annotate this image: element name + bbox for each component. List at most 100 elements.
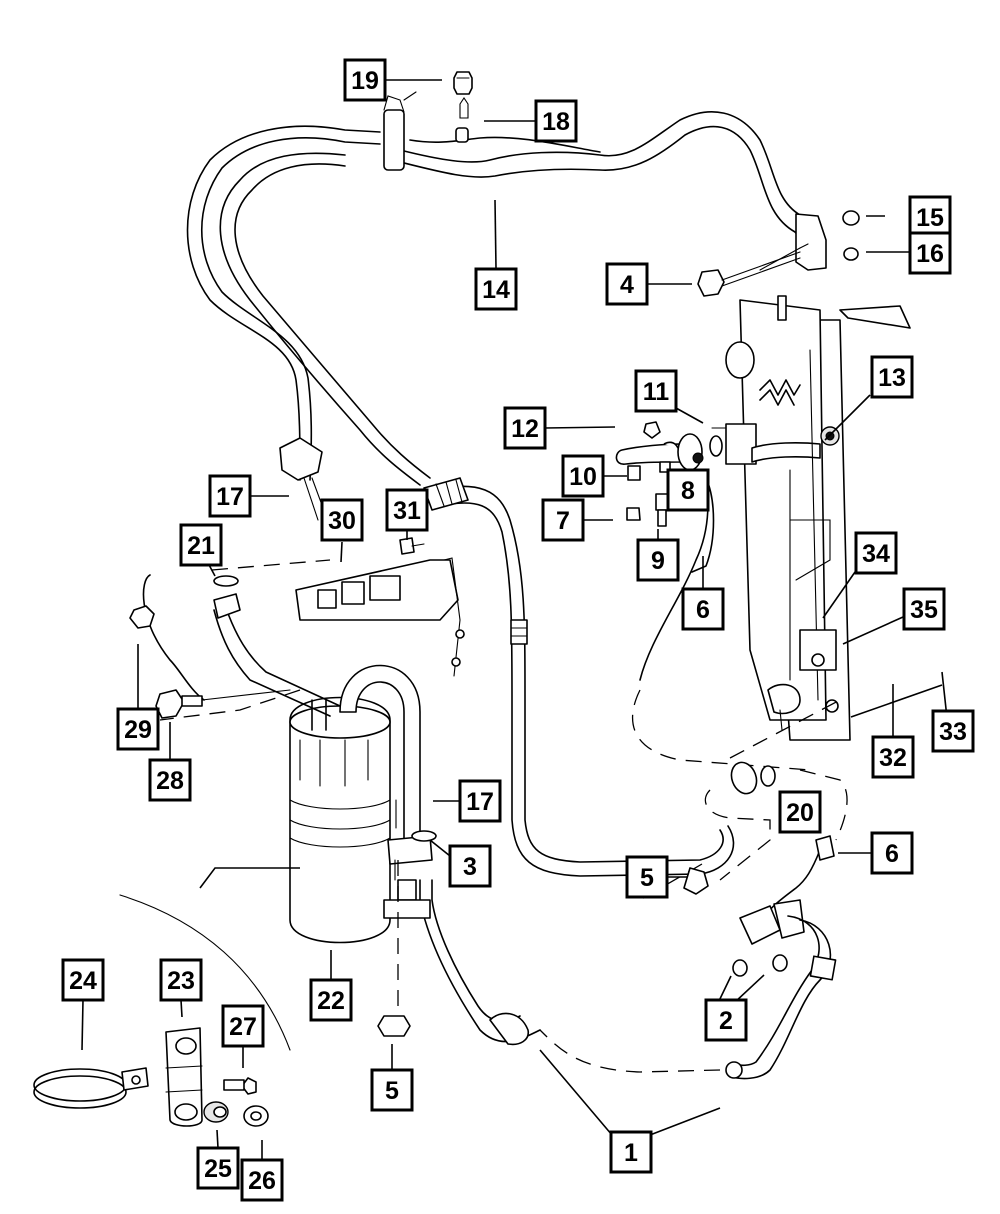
- callout-35[interactable]: 35: [902, 587, 946, 631]
- grommet-25[interactable]: [203, 1101, 229, 1123]
- callout-box: [605, 262, 649, 306]
- callout-number: 15: [916, 204, 944, 232]
- callout-box: [704, 998, 748, 1042]
- callout-3[interactable]: 3: [448, 844, 492, 888]
- suction-line[interactable]: [419, 879, 837, 1080]
- o-ring-3[interactable]: [411, 830, 437, 842]
- callout-28[interactable]: 28: [148, 758, 192, 802]
- callout-number: 31: [393, 497, 421, 525]
- callout-25[interactable]: 25: [196, 1146, 240, 1190]
- callout-24[interactable]: 24: [61, 958, 105, 1002]
- callout-number: 10: [569, 463, 597, 491]
- callout-13[interactable]: 13: [870, 355, 914, 399]
- callout-box: [448, 844, 492, 888]
- callout-number: 14: [482, 276, 510, 304]
- callout-20[interactable]: 20: [778, 790, 822, 834]
- discharge-line[interactable]: [186, 71, 827, 877]
- callout-number: 12: [511, 415, 539, 443]
- bolt-27[interactable]: [223, 1077, 257, 1095]
- callout-box: [148, 758, 192, 802]
- callout-number: 24: [69, 967, 97, 995]
- callout-box: [159, 958, 203, 1002]
- callout-11[interactable]: 11: [634, 369, 678, 413]
- callout-box: [778, 790, 822, 834]
- callout-6[interactable]: 6: [681, 587, 725, 631]
- callout-33[interactable]: 33: [931, 709, 975, 753]
- callout-box: [908, 231, 952, 275]
- callout-box: [870, 355, 914, 399]
- callout-number: 18: [542, 108, 570, 136]
- callout-box: [343, 58, 387, 102]
- accumulator-clamp[interactable]: [33, 1067, 149, 1109]
- callout-10[interactable]: 10: [561, 454, 605, 498]
- callout-number: 35: [910, 596, 938, 624]
- o-ring-21[interactable]: [213, 575, 239, 587]
- accumulator-bracket[interactable]: [211, 557, 465, 677]
- callout-6[interactable]: 6: [870, 831, 914, 875]
- callout-34[interactable]: 34: [854, 531, 898, 575]
- callout-number: 11: [643, 378, 670, 406]
- callout-number: 34: [862, 540, 890, 568]
- callout-2[interactable]: 2: [704, 998, 748, 1042]
- callout-number: 5: [640, 864, 654, 892]
- callout-15[interactable]: 15: [908, 195, 952, 239]
- callout-21[interactable]: 21: [179, 523, 223, 567]
- bracket-23[interactable]: [165, 1027, 203, 1127]
- bolt-31[interactable]: [399, 537, 425, 555]
- callout-box: [240, 1158, 284, 1202]
- callout-number: 30: [328, 507, 356, 535]
- spacer-26[interactable]: [243, 1105, 269, 1127]
- callout-number: 17: [216, 483, 244, 511]
- callout-19[interactable]: 19: [343, 58, 387, 102]
- callout-number: 27: [229, 1013, 257, 1041]
- callout-box: [902, 587, 946, 631]
- accumulator-inlet-tube[interactable]: [142, 574, 341, 721]
- callout-16[interactable]: 16: [908, 231, 952, 275]
- callout-box: [503, 406, 547, 450]
- callout-9[interactable]: 9: [636, 538, 680, 582]
- callout-box: [534, 99, 578, 143]
- callout-17[interactable]: 17: [208, 474, 252, 518]
- callout-27[interactable]: 27: [221, 1004, 265, 1048]
- callout-23[interactable]: 23: [159, 958, 203, 1002]
- callout-14[interactable]: 14: [474, 267, 518, 311]
- callout-29[interactable]: 29: [116, 707, 160, 751]
- nut-29[interactable]: [129, 605, 155, 629]
- callout-1[interactable]: 1: [609, 1130, 653, 1174]
- callout-5[interactable]: 5: [625, 855, 669, 899]
- condenser-radiator-assembly[interactable]: [725, 295, 911, 741]
- callout-12[interactable]: 12: [503, 406, 547, 450]
- callout-32[interactable]: 32: [871, 735, 915, 779]
- accumulator[interactable]: [289, 664, 433, 1041]
- callout-31[interactable]: 31: [385, 488, 429, 532]
- bolt-28[interactable]: [155, 689, 291, 719]
- callout-8[interactable]: 8: [666, 468, 710, 512]
- callout-7[interactable]: 7: [541, 498, 585, 542]
- callout-number: 23: [167, 967, 195, 995]
- callout-box: [61, 958, 105, 1002]
- callout-26[interactable]: 26: [240, 1158, 284, 1202]
- callout-17[interactable]: 17: [458, 779, 502, 823]
- callout-number: 21: [187, 532, 215, 560]
- callout-labels: 1234556678910111213141516171718192021222…: [61, 58, 975, 1202]
- o-ring-16[interactable]: [843, 247, 859, 261]
- detail-arc: [119, 894, 291, 1051]
- bolt-4[interactable]: [697, 251, 801, 297]
- o-ring-15[interactable]: [842, 210, 860, 226]
- callout-18[interactable]: 18: [534, 99, 578, 143]
- callout-box: [634, 369, 678, 413]
- callout-box: [931, 709, 975, 753]
- callout-number: 1: [624, 1139, 638, 1167]
- callout-number: 28: [156, 767, 184, 795]
- callout-box: [609, 1130, 653, 1174]
- callout-30[interactable]: 30: [320, 498, 364, 542]
- callout-4[interactable]: 4: [605, 262, 649, 306]
- liquid-line-6[interactable]: [632, 689, 848, 977]
- callout-22[interactable]: 22: [309, 978, 353, 1022]
- callout-box: [474, 267, 518, 311]
- callout-number: 6: [885, 840, 899, 868]
- callout-number: 29: [124, 716, 152, 744]
- callout-box: [871, 735, 915, 779]
- callout-5[interactable]: 5: [370, 1068, 414, 1112]
